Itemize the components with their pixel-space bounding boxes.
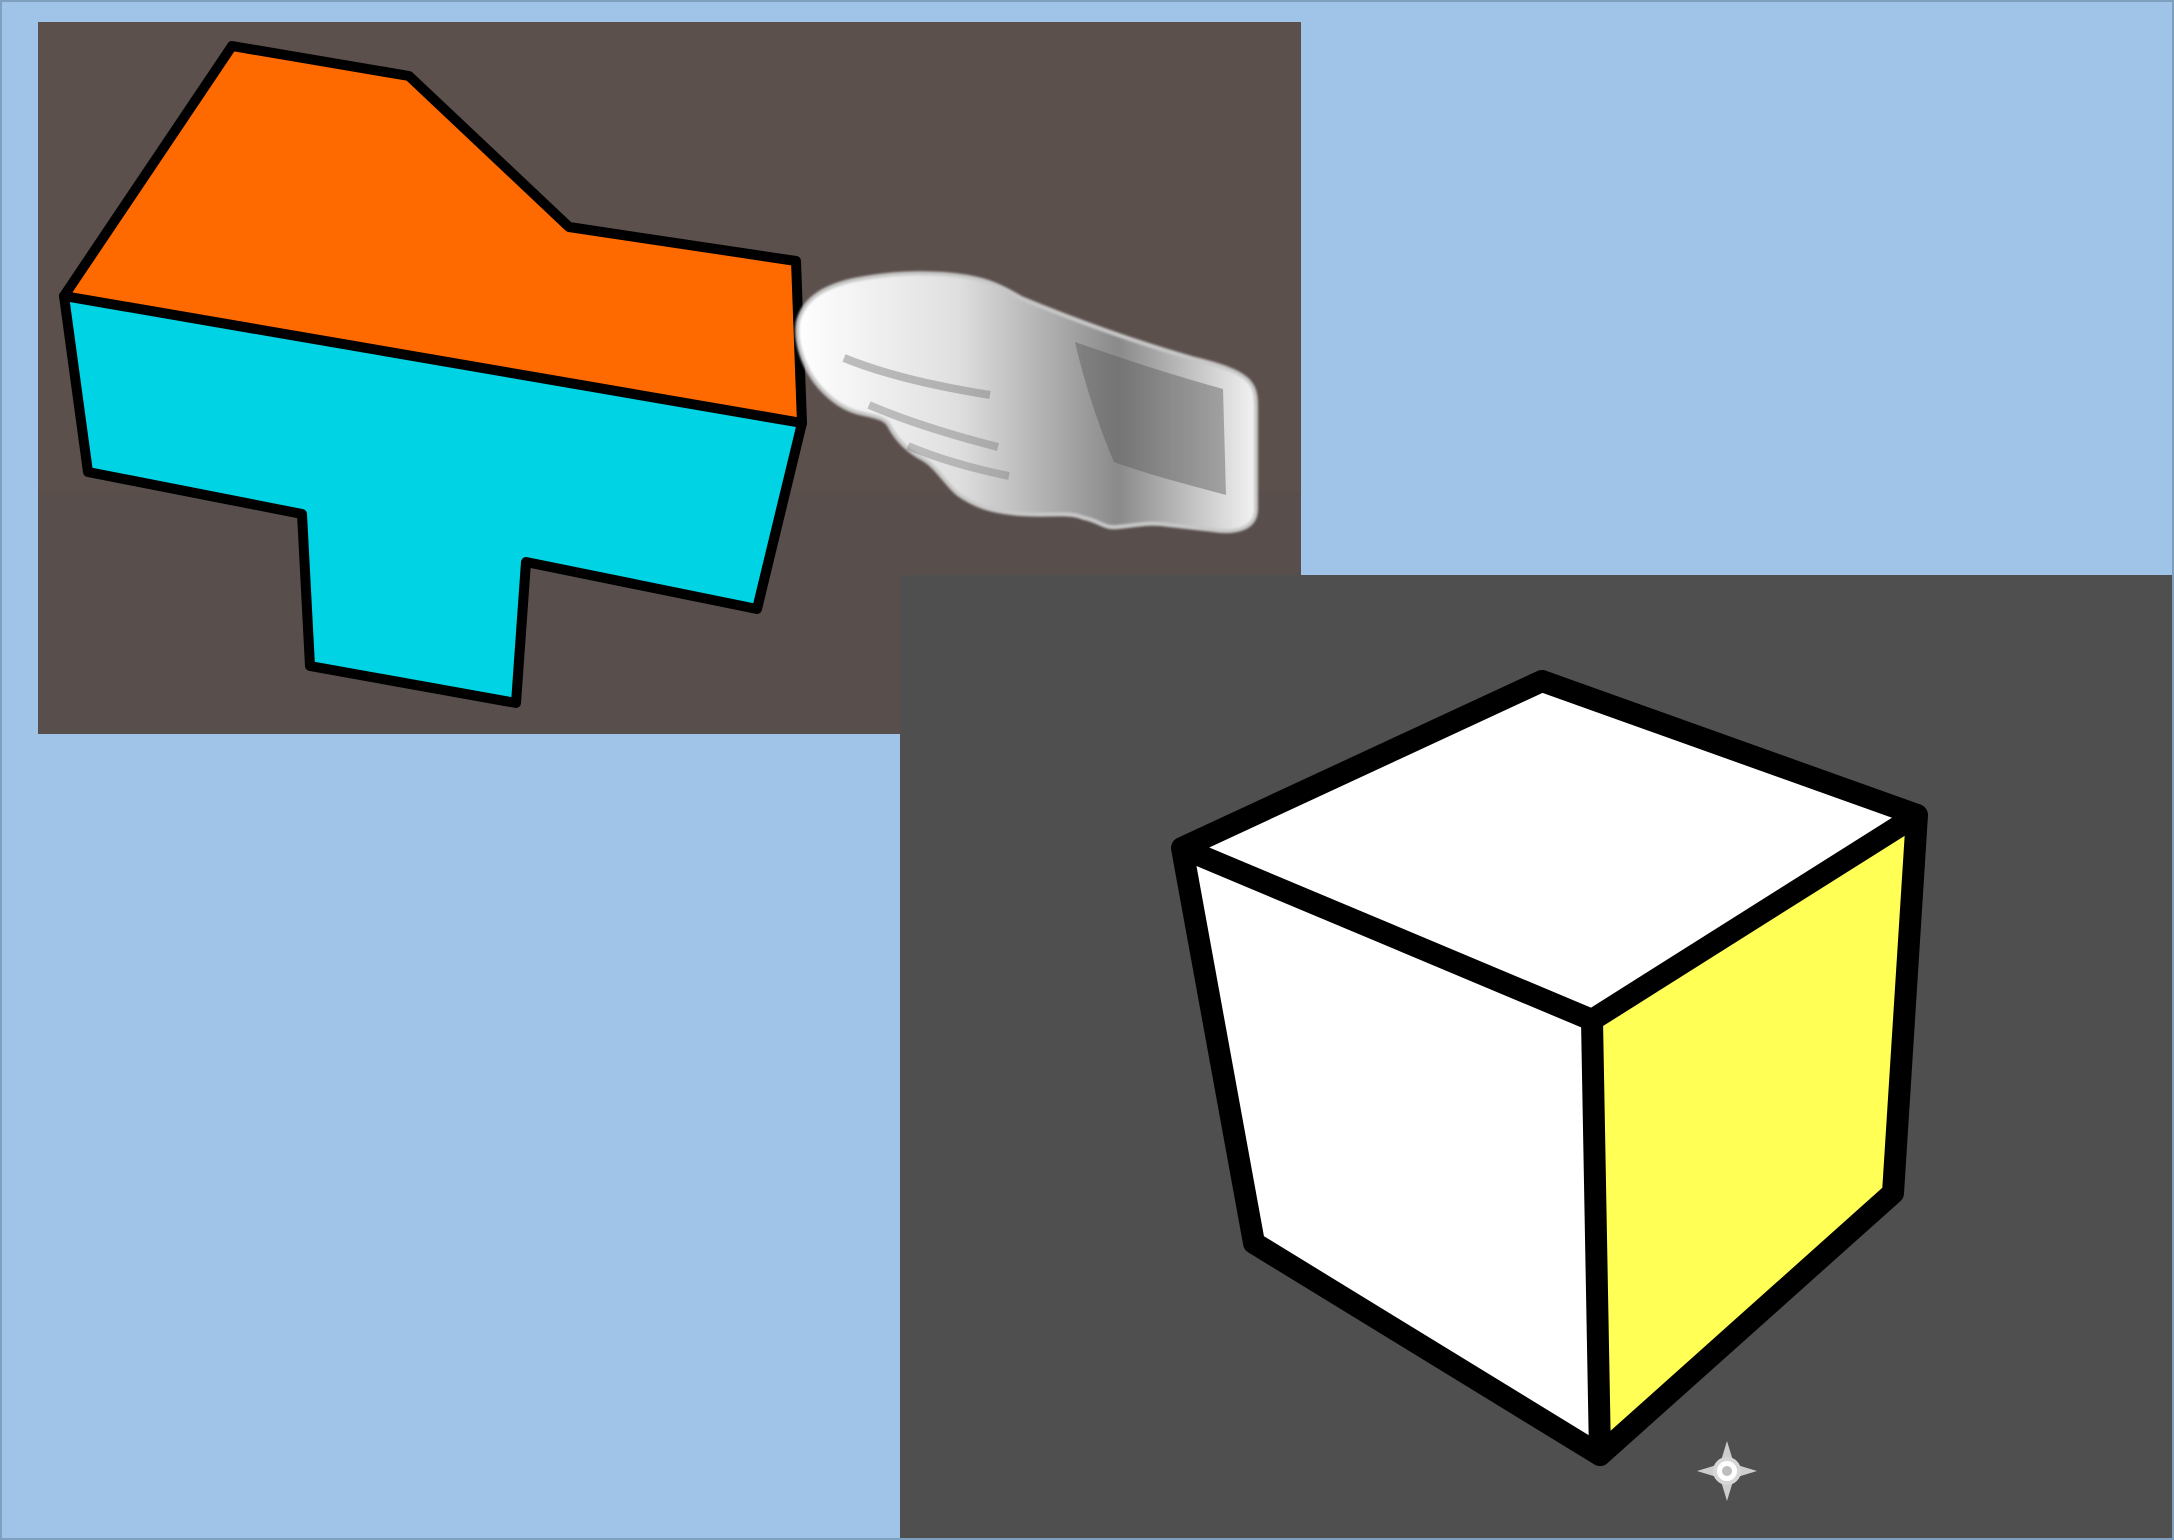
hand-knuckle-2 bbox=[867, 401, 999, 451]
shape-panel-svg bbox=[38, 22, 1301, 734]
hand-pointer-icon bbox=[795, 271, 1258, 533]
shape-outline bbox=[59, 41, 807, 708]
cube-outline bbox=[1171, 670, 1928, 1466]
cube-panel-svg bbox=[900, 575, 2174, 1540]
hand-knuckle-3 bbox=[906, 442, 1010, 480]
cube-panel bbox=[900, 575, 2174, 1540]
orange-top-face bbox=[64, 46, 802, 423]
shape-middle-edge bbox=[59, 291, 807, 428]
cube-front-vertical-edge bbox=[1581, 1009, 1611, 1466]
hand-shade-band bbox=[1075, 342, 1226, 495]
hand-shape bbox=[795, 271, 1258, 533]
cyan-bottom-face bbox=[64, 296, 802, 703]
hand-knuckle-1 bbox=[842, 354, 991, 399]
shape-panel bbox=[38, 22, 1301, 734]
cube-left-face bbox=[1182, 848, 1600, 1455]
light-source-icon bbox=[1697, 1441, 1757, 1501]
